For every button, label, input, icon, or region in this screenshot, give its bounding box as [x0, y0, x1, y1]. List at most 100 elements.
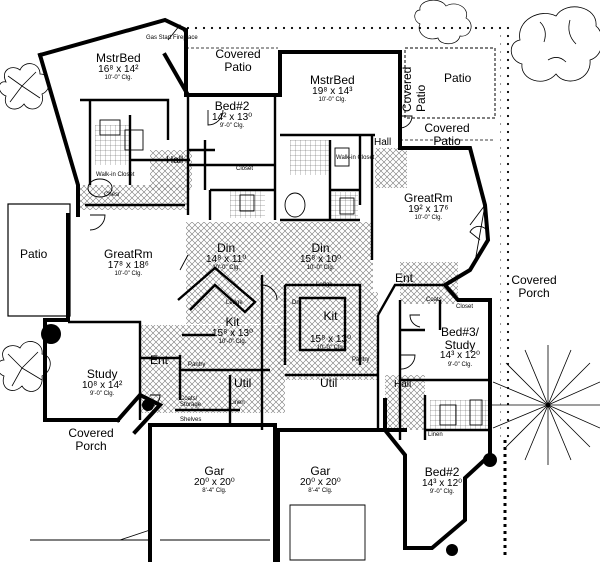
- mstr-bed-b: MstrBed 19⁸ x 14³ 10'-0" Clg.: [310, 74, 355, 103]
- bed2-b: Bed#2 14³ x 12⁰ 9'-0" Clg.: [422, 466, 462, 495]
- bed3-study-b: Bed#3/ Study 14³ x 12⁰ 9'-0" Clg.: [428, 326, 492, 368]
- dining-b: Din 15⁸ x 10⁰ 10'-0" Clg.: [300, 242, 341, 271]
- mstr-bed-a-name: MstrBed: [96, 51, 141, 65]
- tree-top-right: [510, 6, 600, 82]
- mstr-bed-a-ceiling: 10'-0" Clg.: [104, 75, 133, 82]
- dining-b-name: Din: [311, 241, 330, 255]
- linen-a: Linen: [230, 400, 245, 406]
- exterior-walls: [37, 17, 492, 562]
- bed2-a-ceiling: 9'-0" Clg.: [219, 123, 245, 130]
- study-a-name: Study: [86, 367, 118, 381]
- mstr-bed-a: MstrBed 16⁸ x 14² 10'-0" Clg.: [96, 52, 141, 81]
- kitchen-b-dims: 15⁸ x 13⁰: [310, 333, 352, 345]
- garage-b: Gar 20⁰ x 20⁰ 8'-4" Clg.: [300, 465, 341, 494]
- covered-porch-b: Covered Porch: [511, 273, 557, 300]
- fireplace-note: Gas Start Fireplace: [146, 35, 198, 41]
- great-room-b-ceiling: 10'-0" Clg.: [414, 215, 443, 222]
- closet-b: Walk-in Closet: [336, 155, 375, 161]
- mstr-bed-b-dims: 19⁸ x 14³: [312, 85, 353, 97]
- dining-a: Din 14⁸ x 11⁰ 10'-0" Clg.: [206, 242, 246, 271]
- bed2-a: Bed#2 14² x 13⁰ 9'-0" Clg.: [212, 100, 252, 129]
- covered-patio-b: Covered Patio: [424, 121, 470, 148]
- closet-a: Walk-in Closet: [96, 172, 135, 178]
- palm-bottom-right: [488, 345, 600, 465]
- column-porch-b: [446, 544, 458, 556]
- hall-a-floor: [150, 150, 192, 190]
- study-a-dims: 10⁸ x 14²: [82, 379, 123, 391]
- dining-a-ceiling: 10'-0" Clg.: [212, 265, 240, 272]
- kitchen-a-ceiling: 10'-0" Clg.: [218, 339, 247, 346]
- shrub-left: [41, 324, 61, 344]
- util-b: Util: [320, 376, 338, 390]
- garage-a-dims: 20⁰ x 20⁰: [194, 476, 235, 488]
- hall-a: Hall: [166, 155, 184, 166]
- covered-porch-a: Covered Porch: [68, 426, 114, 453]
- great-room-b-dims: 19² x 17⁶: [408, 203, 449, 215]
- great-room-b: GreatRm 19² x 17⁶ 10'-0" Clg.: [404, 192, 453, 221]
- mstr-bed-b-name: MstrBed: [310, 73, 355, 87]
- garage-b-name: Gar: [310, 464, 331, 478]
- kitchen-b-name: Kit: [323, 309, 338, 323]
- dining-b-dims: 15⁸ x 10⁰: [300, 253, 342, 265]
- mstr-bed-b-ceiling: 10'-0" Clg.: [318, 97, 347, 104]
- great-room-a: GreatRm 17⁸ x 18⁶ 10'-0" Clg.: [104, 248, 153, 277]
- entry-b: Ent: [395, 271, 414, 285]
- shrub-right: [483, 453, 497, 467]
- foyer-a-floor: [78, 185, 188, 210]
- covered-patio-a: Covered Patio: [215, 47, 261, 74]
- kitchen-b: Kit 15⁸ x 13⁰ 10'-0" Clg.: [310, 310, 351, 351]
- great-room-a-name: GreatRm: [104, 247, 153, 261]
- bed3-b-dims: 14³ x 12⁰: [439, 350, 481, 362]
- din-b-floor: [278, 222, 373, 292]
- dining-a-dims: 14⁸ x 11⁰: [206, 253, 247, 265]
- dining-b-ceiling: 10'-0" Clg.: [306, 265, 335, 272]
- bath-b-tile: [290, 140, 330, 175]
- pantry-a: Pantry: [188, 362, 206, 368]
- garage-b-ceiling: 8'-4" Clg.: [308, 488, 333, 495]
- bed3-b-name: Bed#3/ Study: [440, 325, 480, 352]
- linen-b: Linen: [428, 432, 443, 438]
- bed2-b-ceiling: 9'-0" Clg.: [429, 489, 455, 496]
- coats-b: Coats: [426, 297, 442, 303]
- study-a: Study 10⁸ x 14² 9'-0" Clg.: [82, 368, 122, 397]
- covered-patio-b-side: Covered Patio: [400, 66, 428, 112]
- garage-a-name: Gar: [204, 464, 225, 478]
- bed2-a-dims: 14² x 13⁰: [212, 111, 253, 123]
- hall-b2: Hall: [394, 379, 412, 390]
- bed2-b-dims: 14³ x 12⁰: [422, 477, 463, 489]
- closet-a2: Closet: [236, 166, 254, 172]
- ledge-b: Ledge: [316, 282, 333, 288]
- closet-b2: Closet: [456, 304, 474, 310]
- interior-walls: [68, 95, 490, 440]
- shelves-a: Shelves: [180, 417, 202, 423]
- bed3-b-ceiling: 9'-0" Clg.: [447, 361, 473, 368]
- kitchen-a-dims: 15⁸ x 13⁰: [212, 327, 254, 339]
- patio-a: Patio: [20, 247, 48, 261]
- coats-storage-a: Coats/ Storage: [180, 396, 202, 408]
- hall-b: Hall: [374, 137, 392, 148]
- dn-b: Dn.: [292, 300, 302, 306]
- tree-left-top: [0, 63, 50, 110]
- bed2-b-name: Bed#2: [424, 465, 460, 479]
- kitchen-a: Kit 15⁸ x 13⁰ 10'-0" Clg.: [212, 316, 253, 345]
- tree-left-bottom: [0, 341, 51, 392]
- bath-b-shower: [330, 192, 358, 220]
- bath-a2-tile: [230, 190, 265, 218]
- garage-b-dims: 20⁰ x 20⁰: [300, 476, 341, 488]
- chest-a: Chesr: [104, 192, 121, 198]
- study-a-ceiling: 9'-0" Clg.: [90, 391, 115, 398]
- hall-b-floor: [375, 148, 407, 188]
- hall-b2-floor: [385, 375, 425, 430]
- pantry-b: Pantry: [352, 357, 370, 363]
- great-room-a-ceiling: 10'-0" Clg.: [114, 271, 143, 278]
- bath-b2-tile: [430, 400, 490, 430]
- great-room-b-name: GreatRm: [404, 191, 453, 205]
- kitchen-a-name: Kit: [225, 315, 240, 329]
- right-patio-slab: [404, 47, 496, 119]
- din-a-floor: [186, 222, 278, 324]
- tree-top-center: [414, 0, 472, 45]
- bed2-a-name: Bed#2: [214, 99, 250, 113]
- dining-a-name: Din: [217, 241, 236, 255]
- util-a: Util: [234, 376, 252, 390]
